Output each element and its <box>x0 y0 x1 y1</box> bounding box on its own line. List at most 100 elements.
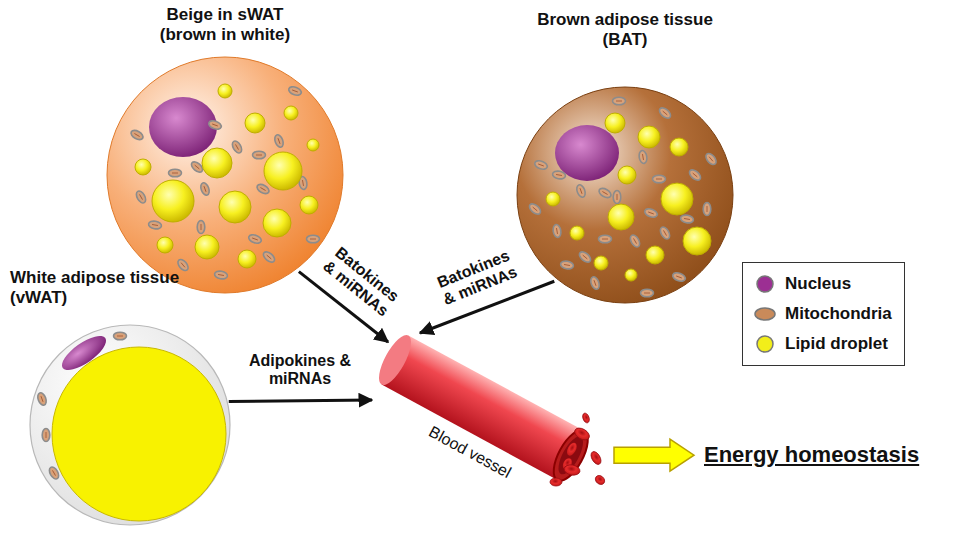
illustration-part <box>608 204 634 230</box>
arrow-label: Batokines & miRNAs <box>311 237 410 328</box>
illustration-part <box>310 239 316 240</box>
illustration-part <box>658 225 671 240</box>
illustration-part <box>204 186 206 192</box>
illustration-part <box>644 293 650 294</box>
illustration-part <box>201 224 202 230</box>
illustration-part <box>653 175 666 183</box>
illustration-part <box>149 97 217 157</box>
cell-node: Beige in sWAT (brown in white) <box>100 5 350 300</box>
illustration-part <box>47 465 60 480</box>
illustration-part <box>688 168 703 182</box>
illustration-part <box>634 238 637 243</box>
illustration-part <box>219 191 251 223</box>
illustration-part <box>157 237 173 253</box>
illustration-part <box>589 276 601 291</box>
illustration-part <box>245 113 265 133</box>
swatch-shape <box>757 336 773 352</box>
illustration-part <box>703 203 711 216</box>
illustration-part <box>663 111 668 115</box>
illustration-part <box>578 250 593 264</box>
illustration-part <box>560 260 574 270</box>
illustration-part <box>152 180 194 222</box>
illustration-part <box>589 276 601 291</box>
illustration-part <box>373 331 595 486</box>
illustration-part <box>253 151 266 159</box>
illustration-part <box>688 168 703 182</box>
cell-svg <box>104 54 346 300</box>
illustration-part <box>684 218 690 219</box>
illustration-part <box>672 271 687 283</box>
illustration-part <box>248 233 263 245</box>
illustration-part <box>676 276 682 278</box>
illustration-part <box>273 134 285 149</box>
illustration-part <box>134 134 139 137</box>
illustration-part <box>117 336 123 337</box>
illustration-part <box>262 250 277 264</box>
legend-box: NucleusMitochondriaLipid droplet <box>742 262 905 366</box>
illustration-part <box>288 85 303 97</box>
illustration-part <box>288 85 303 97</box>
illustration-part <box>135 159 151 175</box>
illustration-part <box>638 150 648 164</box>
illustration-part <box>618 166 636 184</box>
illustration-part <box>599 235 612 243</box>
illustration-part <box>104 54 346 296</box>
illustration-part <box>202 148 232 178</box>
illustration-part <box>292 90 298 92</box>
illustration-part <box>552 170 566 180</box>
illustration-part <box>284 106 298 120</box>
illustration-part <box>680 214 694 224</box>
illustration-part <box>704 152 718 167</box>
illustration-part <box>528 202 543 216</box>
illustration-part <box>264 152 302 190</box>
illustration-part <box>41 396 43 402</box>
illustration-part <box>534 159 549 171</box>
illustration-part <box>644 207 659 219</box>
illustration-part <box>46 432 47 438</box>
signal-arrow <box>229 400 372 401</box>
illustration-part <box>36 392 48 407</box>
illustration-part <box>560 260 574 270</box>
illustration-part <box>172 173 178 174</box>
illustration-part <box>42 429 50 442</box>
illustration-part <box>533 207 538 211</box>
illustration-part <box>641 289 654 297</box>
cell-heading: White adipose tissue (vWAT) <box>10 268 220 309</box>
illustration-part <box>605 113 625 133</box>
illustration-part <box>641 289 654 297</box>
cell-svg <box>27 322 233 532</box>
illustration-part <box>53 470 56 475</box>
illustration-part <box>514 84 736 306</box>
illustration-part <box>534 159 549 171</box>
illustration-part <box>552 170 566 180</box>
illustration-part <box>255 182 270 195</box>
illustration-part <box>181 263 185 268</box>
illustration-part <box>613 191 621 204</box>
illustration-part <box>129 128 144 141</box>
illustration-part <box>307 235 320 243</box>
illustration-part <box>602 239 608 240</box>
illustration-part <box>255 182 270 195</box>
illustration-part <box>199 182 211 197</box>
illustration-part <box>169 169 182 177</box>
illustration-part <box>152 224 158 225</box>
illustration-part <box>556 174 562 175</box>
illustration-part <box>613 191 621 204</box>
illustration-part <box>214 270 228 280</box>
illustration-part <box>658 225 671 240</box>
illustration-part <box>638 126 660 148</box>
illustration-part <box>638 150 648 164</box>
illustration-part <box>597 186 612 199</box>
illustration-part <box>538 164 544 166</box>
illustration-part <box>644 207 659 219</box>
illustration-part <box>573 426 592 443</box>
illustration-part <box>703 203 711 216</box>
illustration-part <box>195 165 200 169</box>
illustration-part <box>307 139 319 151</box>
illustration-part <box>300 196 318 214</box>
illustration-part <box>550 478 562 486</box>
illustration-part <box>658 106 673 120</box>
outcome-label: Energy homeostasis <box>700 440 923 470</box>
illustration-part <box>661 183 693 215</box>
illustration-part <box>148 220 162 230</box>
